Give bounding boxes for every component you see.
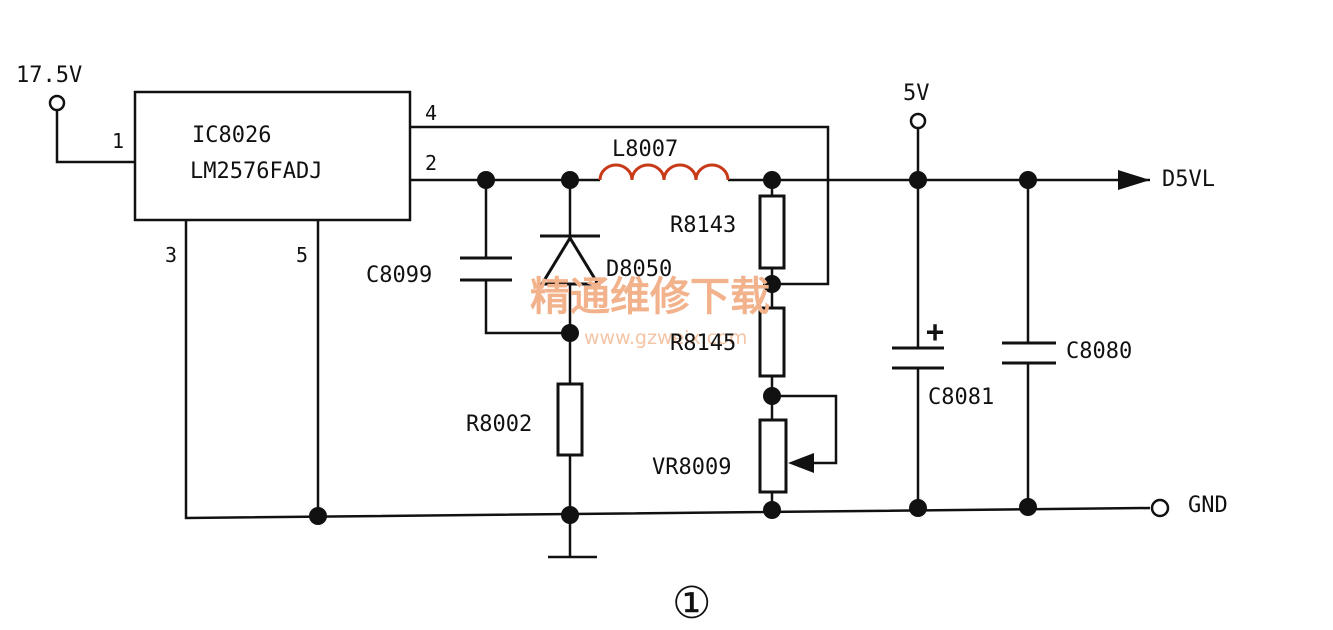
wire-feedback-pin4: [410, 125, 830, 286]
label-vr8009: VR8009: [652, 455, 731, 480]
watermark-title: 精通维修下载: [530, 274, 770, 320]
label-pin4: 4: [425, 101, 437, 125]
label-pin3: 3: [165, 243, 177, 267]
resistor-r8143: [758, 194, 786, 270]
label-r8145: R8145: [670, 331, 736, 356]
label-c8080: C8080: [1066, 339, 1132, 364]
ic-body: [133, 90, 412, 222]
5v-terminal: [909, 112, 927, 130]
wire-vr-wiper: [772, 394, 838, 465]
label-d5vl: D5VL: [1162, 167, 1215, 192]
label-ic-part: LM2576FADJ: [190, 159, 322, 184]
capacitor-c8081: [892, 346, 944, 370]
label-c8081: C8081: [928, 385, 994, 410]
label-pin1: 1: [112, 129, 124, 153]
capacitor-c8080: [1002, 341, 1056, 365]
label-pin2: 2: [425, 151, 437, 175]
gnd-terminal: [1150, 498, 1170, 518]
watermark-url: www.gzweix.com: [584, 327, 747, 349]
inductor-l8007: [598, 163, 730, 181]
vin-terminal: [48, 94, 66, 112]
label-r8143: R8143: [670, 213, 736, 238]
potentiometer-wiper-arrow: [788, 453, 814, 473]
resistor-r8145: [758, 306, 786, 378]
label-ic-ref: IC8026: [192, 123, 271, 148]
wire-ground-rail: [184, 220, 1151, 520]
wire-vin-pin1: [55, 110, 135, 164]
figure-number: ①: [672, 578, 711, 625]
label-gnd: GND: [1188, 493, 1228, 518]
label-l8007: L8007: [612, 137, 678, 162]
capacitor-c8099: [460, 256, 512, 282]
label-polarity-plus: +: [926, 315, 944, 350]
label-5v: 5V: [903, 81, 930, 106]
label-d8050: D8050: [606, 257, 672, 282]
wire-c8099-bottom: [484, 280, 570, 335]
potentiometer-vr8009: [758, 418, 788, 494]
label-c8099: C8099: [366, 263, 432, 288]
diode-d8050: [539, 234, 601, 286]
label-pin5: 5: [296, 243, 308, 267]
junction-dots: [309, 171, 1037, 525]
resistor-r8002: [556, 382, 584, 457]
label-vin: 17.5V: [16, 63, 82, 88]
label-r8002: R8002: [466, 412, 532, 437]
